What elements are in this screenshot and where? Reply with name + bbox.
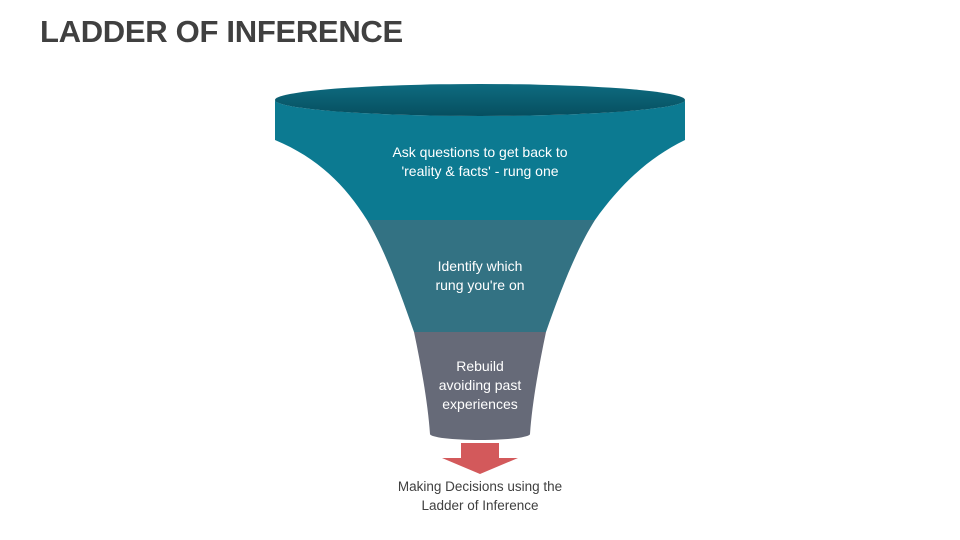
stage-1-line-2: 'reality & facts' - rung one — [401, 163, 559, 179]
stage-3-line-3: experiences — [442, 396, 518, 412]
funnel-stage-3 — [414, 332, 546, 440]
stage-3-label: Rebuild avoiding past experiences — [420, 357, 540, 414]
outcome-line-2: Ladder of Inference — [421, 498, 539, 513]
outcome-label: Making Decisions using the Ladder of Inf… — [340, 477, 620, 515]
stage-2-line-1: Identify which — [437, 258, 523, 274]
stage-2-label: Identify which rung you're on — [400, 257, 560, 295]
output-arrow — [442, 443, 518, 474]
funnel-rim — [275, 84, 685, 116]
funnel-stage-2 — [367, 220, 595, 332]
slide-title: LADDER OF INFERENCE — [40, 14, 403, 49]
funnel-stage-1 — [275, 100, 685, 220]
stage-1-label: Ask questions to get back to 'reality & … — [360, 143, 600, 181]
stage-1-line-1: Ask questions to get back to — [392, 144, 568, 160]
stage-3-line-2: avoiding past — [438, 377, 522, 393]
stage-2-line-2: rung you're on — [435, 277, 525, 293]
outcome-line-1: Making Decisions using the — [397, 479, 563, 494]
stage-3-line-1: Rebuild — [456, 358, 504, 374]
